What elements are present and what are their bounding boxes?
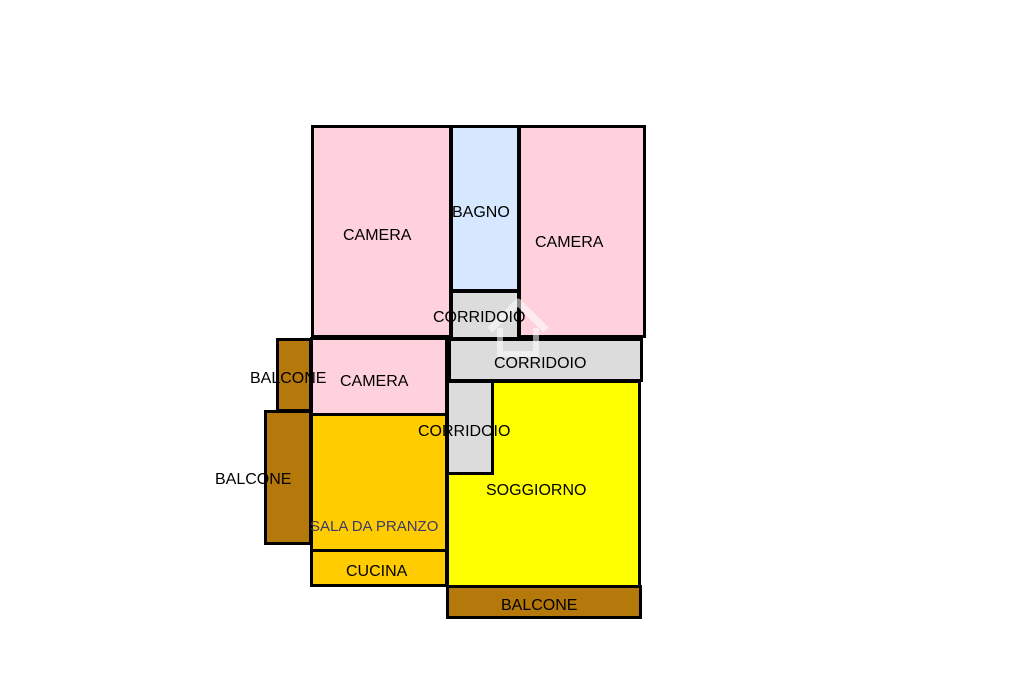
room-cucina	[310, 549, 448, 587]
label-corridoio-horizontal: CORRIDOIO	[494, 355, 587, 372]
room-corridoio-horizontal	[448, 338, 643, 382]
label-balcone-lower-left: BALCONE	[215, 471, 292, 488]
label-cucina: CUCINA	[346, 563, 408, 580]
room-sala-da-pranzo	[310, 413, 448, 552]
room-corridoio-vertical	[446, 380, 494, 475]
room-camera-top-left	[311, 125, 452, 338]
label-corridoio-vertical: CORRIDOIO	[418, 423, 511, 440]
label-camera-top-right: CAMERA	[535, 234, 604, 251]
label-soggiorno: SOGGIORNO	[486, 482, 587, 499]
label-corridoio-small: CORRIDOIO	[433, 309, 526, 326]
label-camera-top-left: CAMERA	[343, 227, 412, 244]
room-balcone-bottom	[446, 585, 642, 619]
room-bagno	[450, 125, 520, 292]
house-watermark-icon	[487, 298, 549, 357]
room-balcone-lower-left	[264, 410, 312, 545]
label-sala-da-pranzo: SALA DA PRANZO	[310, 518, 439, 535]
label-bagno: BAGNO	[452, 204, 510, 221]
label-balcone-upper-left: BALCONE	[250, 370, 327, 387]
label-camera-middle: CAMERA	[340, 373, 409, 390]
label-balcone-bottom: BALCONE	[501, 597, 578, 614]
room-camera-top-right	[518, 125, 646, 338]
